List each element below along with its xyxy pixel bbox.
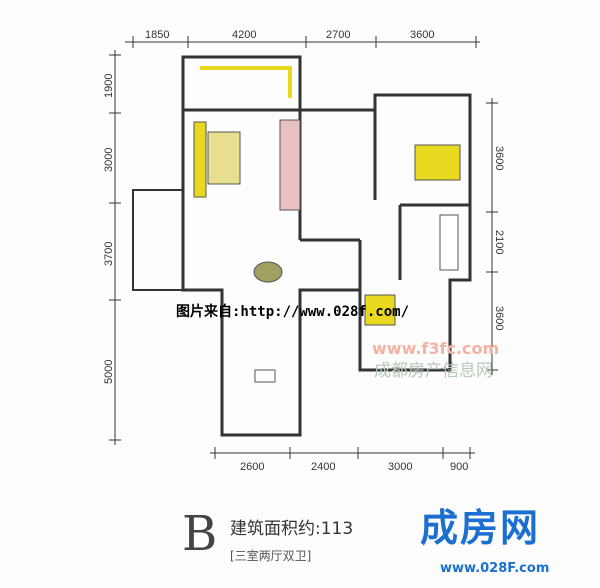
- tv-cabinet: [279, 119, 301, 211]
- dim-bottom-1: 2600: [240, 461, 264, 473]
- dim-right-1: 3600: [493, 146, 505, 170]
- dim-left-2: 3000: [103, 148, 115, 172]
- sink: [254, 369, 276, 383]
- dim-top-2: 4200: [232, 29, 256, 41]
- dim-bottom-3: 3000: [388, 461, 412, 473]
- dim-top-1: 1850: [145, 29, 169, 41]
- bed-2: [364, 294, 396, 326]
- dim-top-4: 3600: [410, 29, 434, 41]
- dim-left-4: 5000: [103, 360, 115, 384]
- coffee-table: [207, 131, 241, 185]
- layout-text: [三室两厅双卫]: [230, 549, 312, 563]
- watermark-source: 图片来自:http://www.028f.com/: [176, 304, 410, 320]
- dimension-lines: [109, 36, 498, 459]
- side-balcony: [132, 189, 184, 291]
- planter: [200, 66, 292, 98]
- furniture: [193, 66, 461, 383]
- logo-url: www.028F.com: [440, 561, 550, 576]
- unit-label: B: [182, 506, 218, 562]
- dim-bottom-4: 900: [450, 461, 468, 473]
- dim-left-1: 1900: [103, 74, 115, 98]
- logo-text: 成房网: [420, 506, 541, 550]
- dim-left-3: 3700: [103, 242, 115, 266]
- dim-top-3: 2700: [326, 29, 350, 41]
- dim-right-2: 2100: [493, 230, 505, 254]
- dimension-labels: 1850 4200 2700 3600 1900 3000 3700 5000 …: [103, 29, 505, 473]
- sofa: [193, 121, 207, 198]
- dim-right-3: 3600: [493, 306, 505, 330]
- dining-table: [253, 261, 283, 283]
- bathtub: [439, 214, 459, 271]
- watermark-site-url: www.f3fc.com: [372, 339, 500, 358]
- dim-bottom-2: 2400: [311, 461, 335, 473]
- area-text: 建筑面积约:113: [230, 519, 354, 539]
- bed: [414, 144, 461, 181]
- watermark-site-name: 成都房产信息网: [374, 361, 493, 381]
